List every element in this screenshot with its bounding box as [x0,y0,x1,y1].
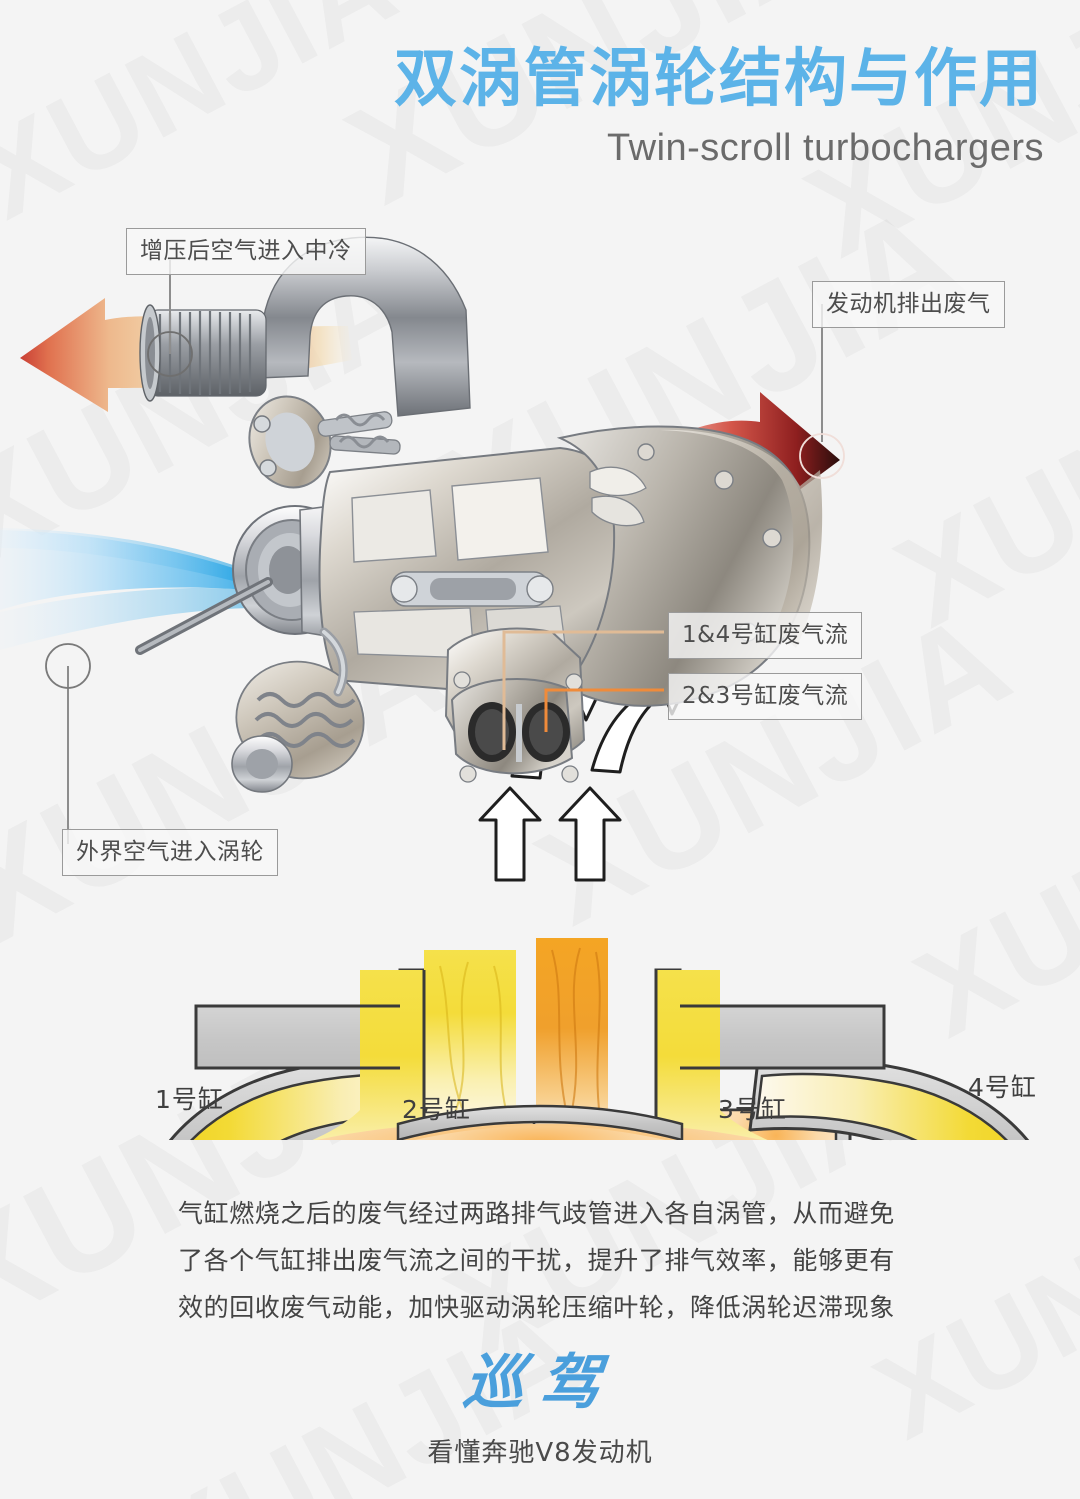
intake-air-arrow [0,528,300,650]
turbocharger-assembly [135,236,823,793]
callout-engine-exhaust[interactable]: 发动机排出废气 [812,281,1005,328]
brand-caption: 看懂奔驰V8发动机 [427,1438,653,1468]
callout-cyl-2-3-flow[interactable]: 2&3号缸废气流 [668,673,863,720]
exhaust-manifold [168,938,1030,1140]
bellows-rings [139,304,267,402]
callout-cyl-1-4-flow[interactable]: 1&4号缸废气流 [668,612,863,659]
cylinder-label-3: 3号缸 [718,1095,787,1124]
wastegate-actuator [248,395,401,489]
description-line-3: 效的回收废气动能，加快驱动涡轮压缩叶轮，降低涡轮迟滞现象 [178,1293,895,1322]
marker-circle [147,331,193,377]
page-subtitle: Twin-scroll turbochargers [607,127,1044,169]
cylinder-label-1: 1号缸 [155,1085,224,1114]
description-line-1: 气缸燃烧之后的废气经过两路排气歧管进入各自涡管，从而避免 [178,1199,895,1228]
callout-ambient-air-intake[interactable]: 外界空气进入涡轮 [62,829,278,876]
page-title: 双涡管涡轮结构与作用 [394,42,1044,115]
marker-circle [45,643,91,689]
marker-circle [799,433,845,479]
brand-logo: 巡驾 [460,1348,620,1418]
footer: 巡驾 看懂奔驰V8发动机 [0,1348,1080,1469]
illustration-stage [0,180,1080,1140]
oil-line-bellows [231,627,365,793]
twin-scroll-inlet-flange [444,627,586,783]
description-line-2: 了各个气缸排出废气流之间的干扰，提升了排气效率，能够更有 [178,1246,895,1275]
cylinder-label-4: 4号缸 [968,1073,1037,1102]
cylinder-label-2: 2号缸 [402,1095,471,1124]
callout-intercooler[interactable]: 增压后空气进入中冷 [126,228,366,275]
description-paragraph: 气缸燃烧之后的废气经过两路排气歧管进入各自涡管，从而避免 了各个气缸排出废气流之… [178,1190,908,1331]
